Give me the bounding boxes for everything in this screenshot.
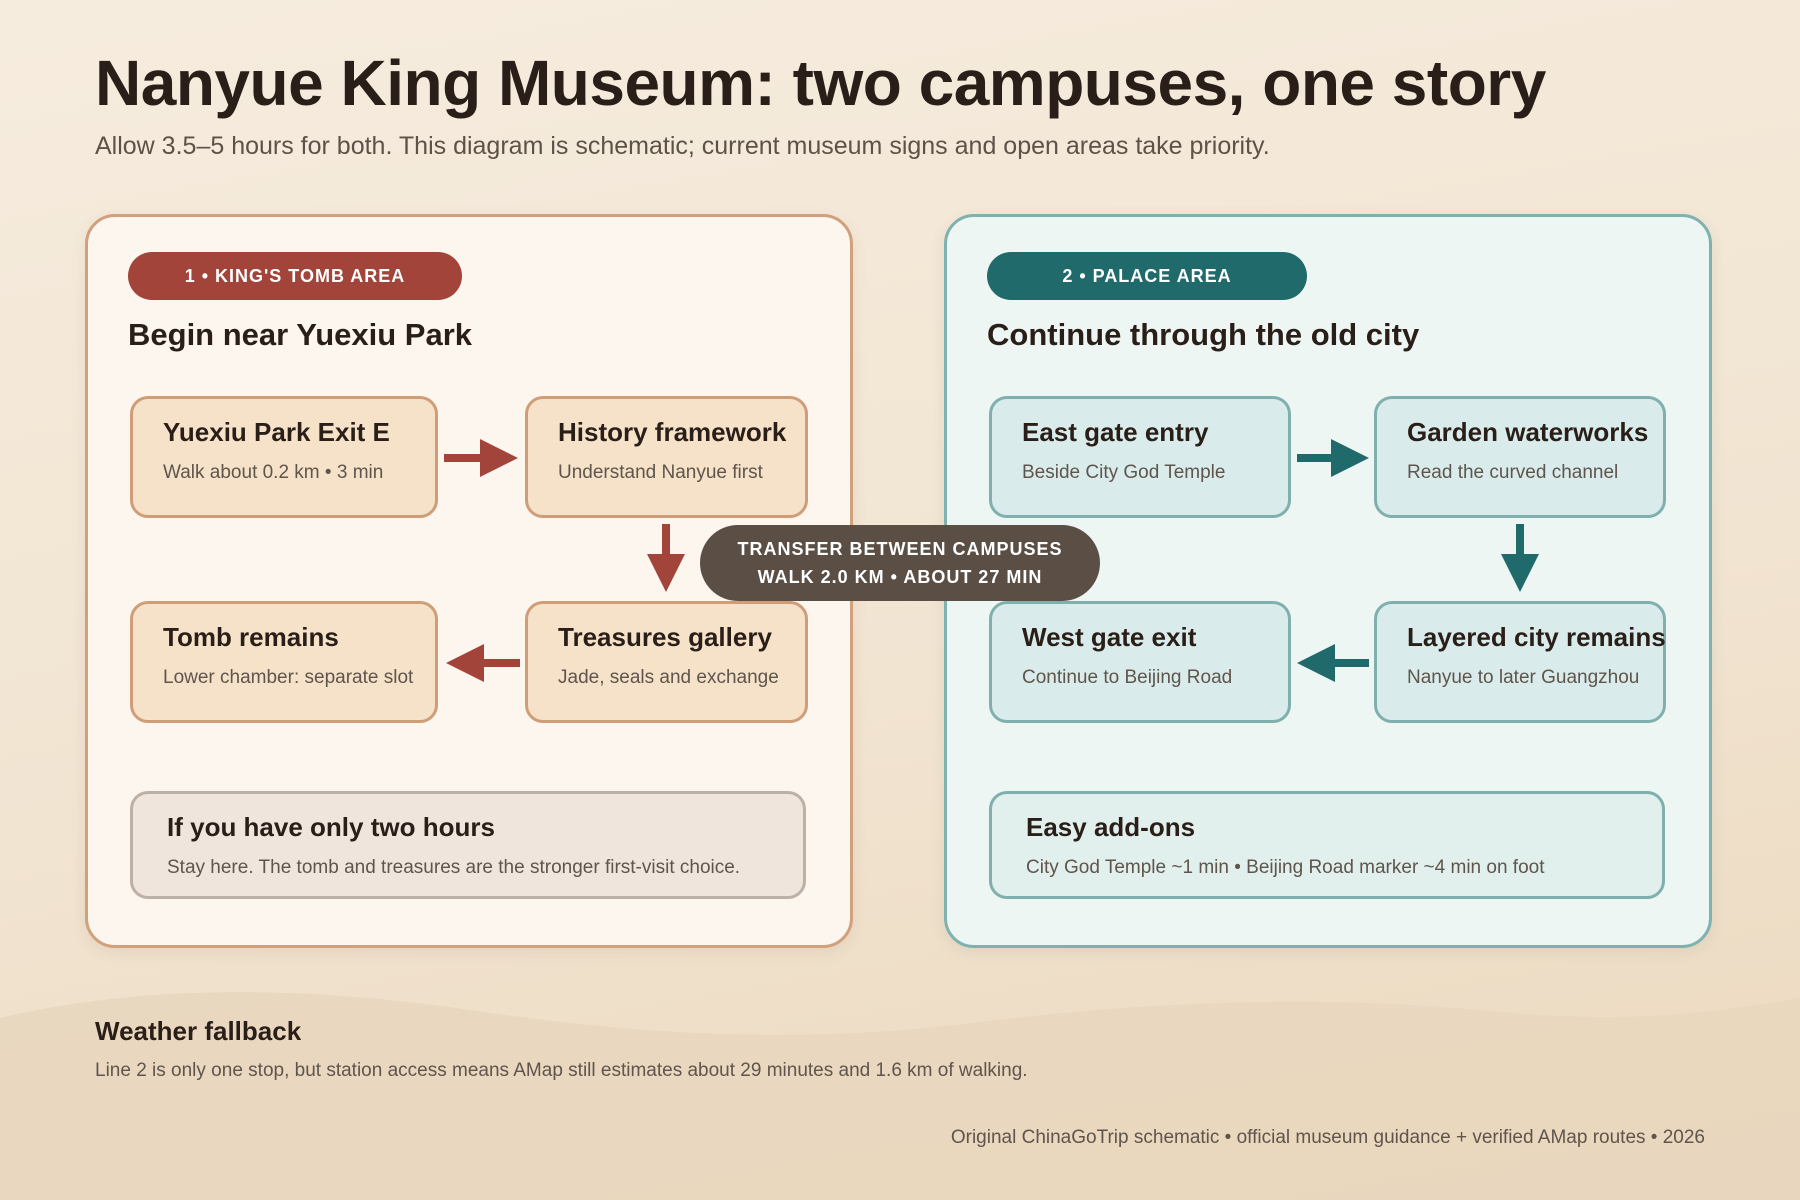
step-east-gate-entry: East gate entry Beside City God Temple: [989, 396, 1291, 518]
arrow-right-icon: [1297, 439, 1369, 477]
tomb-area-heading: Begin near Yuexiu Park: [128, 317, 473, 352]
step-text: Jade, seals and exchange: [558, 667, 779, 688]
step-title: West gate exit: [1022, 622, 1197, 652]
step-text: Walk about 0.2 km • 3 min: [163, 462, 384, 483]
weather-fallback-title: Weather fallback: [95, 1016, 302, 1046]
arrow-left-icon: [1297, 644, 1369, 682]
step-text: Beside City God Temple: [1022, 462, 1226, 483]
step-history-framework: History framework Understand Nanyue firs…: [525, 396, 808, 518]
footer-credit: Original ChinaGoTrip schematic • officia…: [950, 1127, 1705, 1148]
arrow-down-icon: [647, 524, 685, 592]
step-treasures-gallery: Treasures gallery Jade, seals and exchan…: [525, 601, 808, 723]
page-subtitle: Allow 3.5–5 hours for both. This diagram…: [95, 132, 1270, 160]
tomb-area-badge: 1 • KING'S TOMB AREA: [128, 252, 462, 300]
transfer-distance: WALK 2.0 KM • ABOUT 27 MIN: [757, 567, 1043, 587]
two-hours-note: If you have only two hours Stay here. Th…: [130, 791, 806, 899]
weather-fallback-text: Line 2 is only one stop, but station acc…: [95, 1060, 1028, 1081]
step-west-gate-exit: West gate exit Continue to Beijing Road: [989, 601, 1291, 723]
step-title: Yuexiu Park Exit E: [163, 417, 390, 447]
palace-area-badge: 2 • PALACE AREA: [987, 252, 1307, 300]
page-title: Nanyue King Museum: two campuses, one st…: [95, 47, 1546, 119]
arrow-left-icon: [446, 644, 520, 682]
step-text: Understand Nanyue first: [558, 462, 763, 483]
note-title: If you have only two hours: [167, 812, 495, 842]
arrow-down-icon: [1501, 524, 1539, 592]
note-text: City God Temple ~1 min • Beijing Road ma…: [1026, 857, 1545, 878]
palace-area-heading: Continue through the old city: [987, 317, 1420, 352]
step-text: Nanyue to later Guangzhou: [1407, 667, 1640, 688]
step-text: Read the curved channel: [1407, 462, 1619, 483]
transfer-title: TRANSFER BETWEEN CAMPUSES: [737, 539, 1063, 559]
step-title: History framework: [558, 417, 787, 447]
transfer-badge: TRANSFER BETWEEN CAMPUSES WALK 2.0 KM • …: [700, 525, 1100, 601]
step-title: Tomb remains: [163, 622, 339, 652]
easy-addons-note: Easy add-ons City God Temple ~1 min • Be…: [989, 791, 1665, 899]
step-title: Garden waterworks: [1407, 417, 1649, 447]
step-garden-waterworks: Garden waterworks Read the curved channe…: [1374, 396, 1666, 518]
arrow-right-icon: [444, 439, 518, 477]
step-tomb-remains: Tomb remains Lower chamber: separate slo…: [130, 601, 438, 723]
step-layered-city-remains: Layered city remains Nanyue to later Gua…: [1374, 601, 1666, 723]
step-text: Lower chamber: separate slot: [163, 667, 414, 688]
step-yuexiu-park-exit: Yuexiu Park Exit E Walk about 0.2 km • 3…: [130, 396, 438, 518]
step-title: Treasures gallery: [558, 622, 772, 652]
step-title: Layered city remains: [1407, 622, 1666, 652]
note-text: Stay here. The tomb and treasures are th…: [167, 857, 741, 878]
step-text: Continue to Beijing Road: [1022, 667, 1233, 688]
note-title: Easy add-ons: [1026, 812, 1196, 842]
step-title: East gate entry: [1022, 417, 1209, 447]
